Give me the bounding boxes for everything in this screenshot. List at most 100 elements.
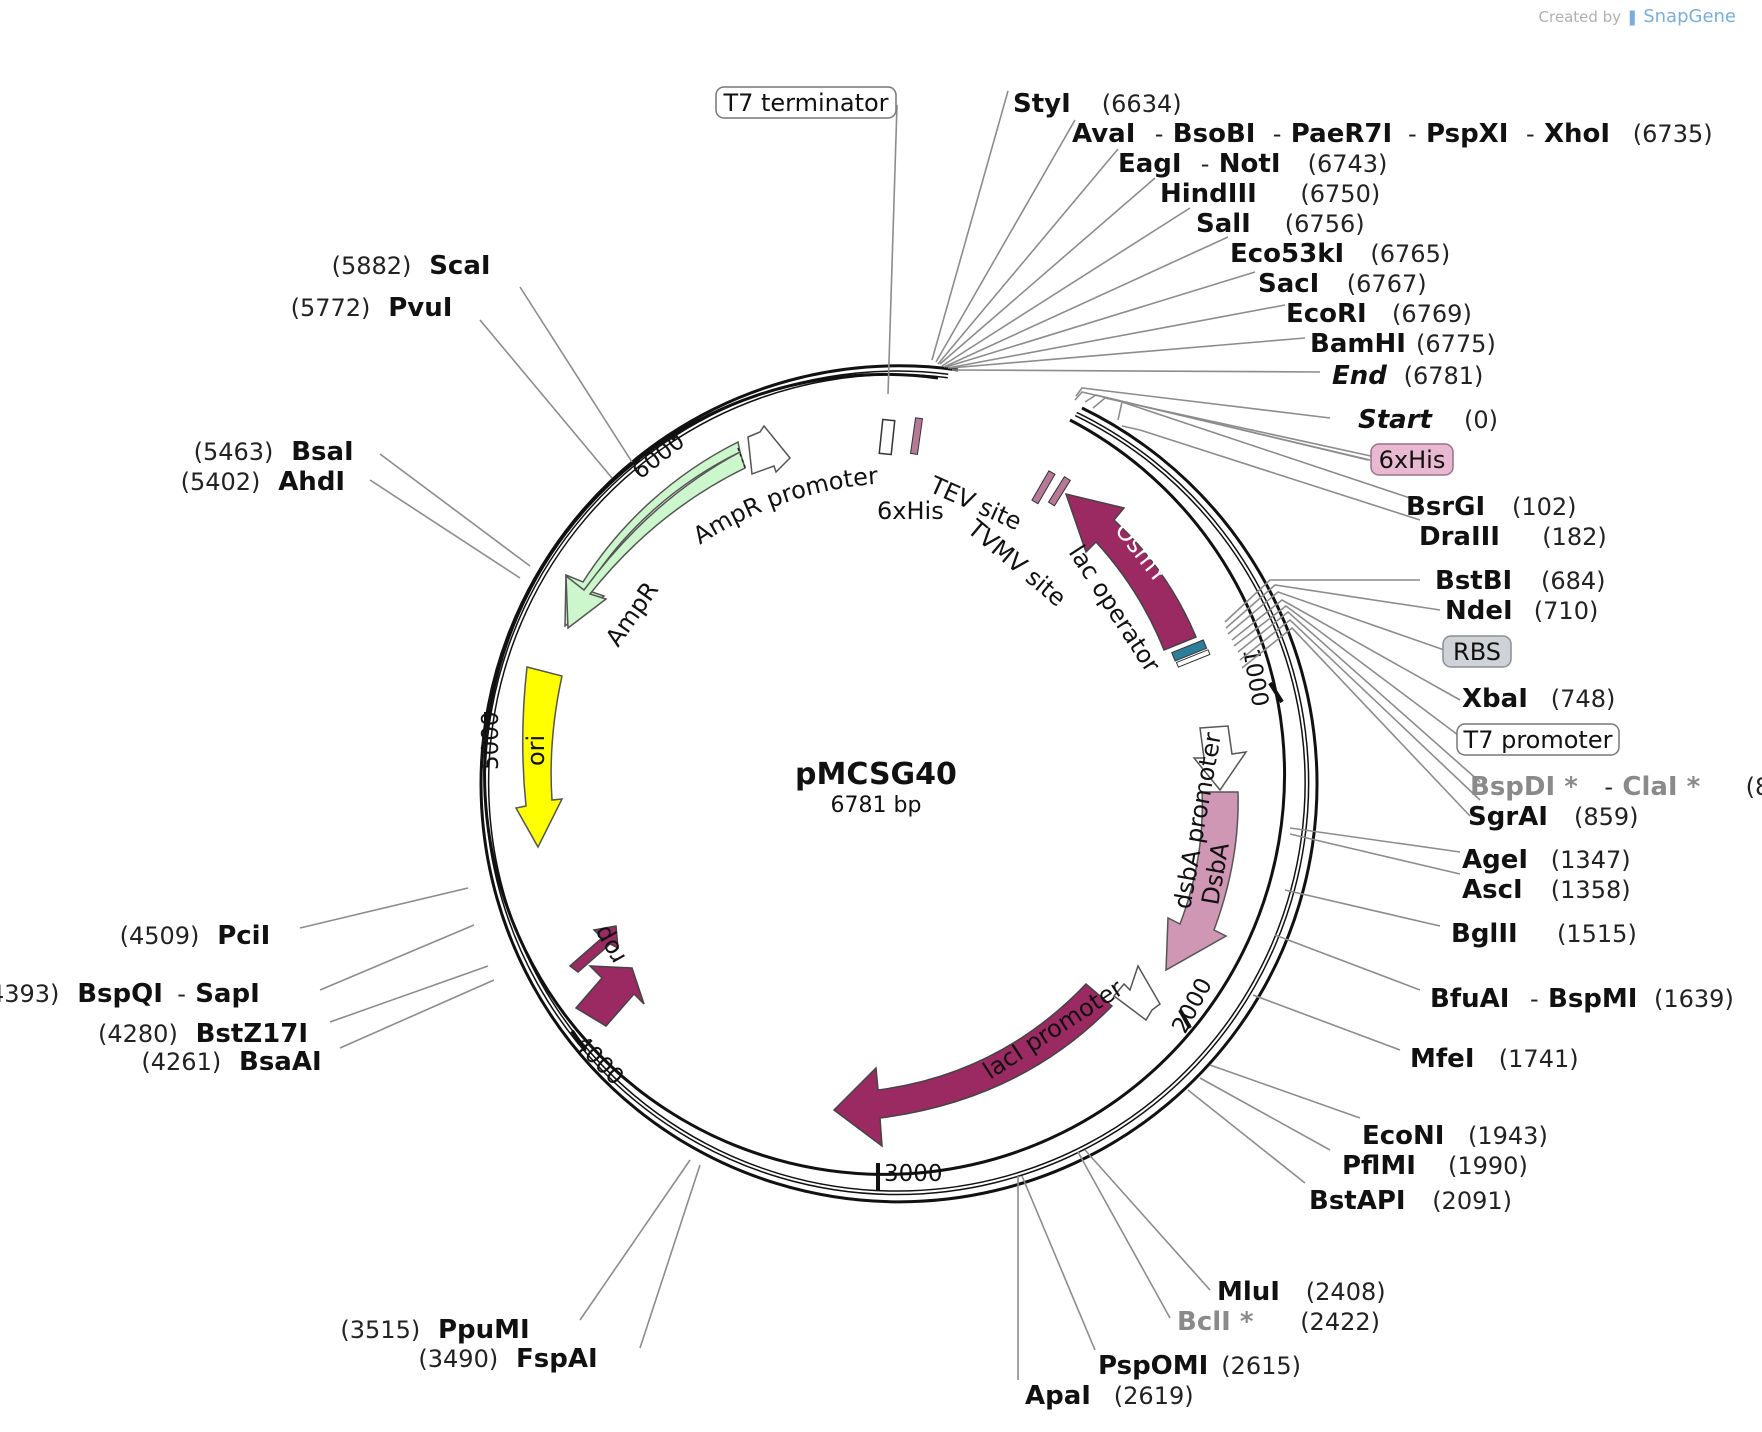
site-bsaai[interactable]: (4261)BsaAI: [141, 1047, 321, 1077]
site-name: End: [1332, 361, 1387, 391]
site-bamhi[interactable]: BamHI(6775): [1310, 329, 1496, 359]
site-name: SgrAI: [1468, 802, 1548, 832]
site-eagi-noti[interactable]: EagI-NotI(6743): [1118, 149, 1387, 179]
label-t7-terminator[interactable]: T7 terminator: [715, 86, 897, 119]
site-draiii[interactable]: DraIII (182): [1419, 522, 1607, 552]
site-position: (6781): [1404, 362, 1484, 390]
feature-label-ampr: AmpR: [600, 577, 664, 652]
feature-t7-terminator[interactable]: [878, 418, 896, 456]
site-end[interactable]: End (6781): [1332, 361, 1483, 391]
site-asci[interactable]: AscI(1358): [1462, 875, 1631, 905]
site-bsai[interactable]: (5463) BsaI: [194, 437, 354, 467]
feature-dsba[interactable]: [1165, 791, 1239, 972]
site-bstz17i[interactable]: (4280)BstZ17I: [98, 1019, 308, 1049]
site-position: (3490): [418, 1345, 498, 1373]
site-position: (1515): [1557, 920, 1637, 948]
site-separator: -: [1273, 120, 1282, 148]
site-position: (6769): [1392, 300, 1472, 328]
site-name: BspDI *: [1470, 772, 1578, 802]
label-rbs[interactable]: RBS: [1442, 635, 1512, 668]
site-xbai[interactable]: XbaI(748): [1462, 684, 1615, 714]
site-name: PciI: [217, 921, 270, 951]
feature-label-ori: ori: [522, 735, 550, 766]
site-ahdi[interactable]: (5402)AhdI: [181, 467, 346, 497]
site-name: Start: [1358, 405, 1434, 435]
site-position: (6756): [1285, 210, 1365, 238]
site-bcli[interactable]: BclI *(2422): [1177, 1307, 1380, 1337]
feature-tev-site[interactable]: [1031, 470, 1072, 507]
tick-marks: [484, 426, 1284, 1190]
feature-his-inner[interactable]: [909, 417, 924, 455]
site-name: EagI: [1118, 149, 1182, 179]
label-6xhis[interactable]: 6xHis: [1370, 443, 1454, 476]
site-start[interactable]: Start(0): [1358, 405, 1498, 435]
site-position: (5463): [194, 438, 274, 466]
site-sgrai[interactable]: SgrAI(859): [1468, 802, 1639, 832]
site-agei[interactable]: AgeI(1347): [1462, 845, 1631, 875]
feature-ori[interactable]: [514, 666, 564, 849]
site-name: PvuI: [388, 293, 452, 323]
site-name: BfuAI: [1430, 984, 1509, 1014]
feature-lac-operator[interactable]: [1171, 639, 1211, 668]
site-ndei[interactable]: NdeI(710): [1445, 596, 1598, 626]
site-mfei[interactable]: MfeI(1741): [1410, 1044, 1579, 1074]
site-name: DraIII: [1419, 522, 1500, 552]
tick-label-5000: 5000: [478, 711, 504, 770]
site-sali[interactable]: SalI(6756): [1196, 209, 1365, 239]
feature-rop[interactable]: [568, 925, 652, 1030]
site-name: ScaI: [429, 251, 490, 281]
site-bfuai-bspmi[interactable]: BfuAI-BspMI(1639): [1430, 984, 1734, 1014]
site-position: (1943): [1468, 1122, 1548, 1150]
site-scai[interactable]: (5882)ScaI: [332, 251, 491, 281]
label-t7-promoter[interactable]: T7 promoter: [1456, 723, 1620, 756]
site-name: NdeI: [1445, 596, 1513, 626]
feature-laci-promoter[interactable]: [1112, 964, 1161, 1022]
feature-dsba-promoter[interactable]: [1192, 725, 1248, 792]
site-econi[interactable]: EcoNI (1943): [1362, 1121, 1548, 1151]
site-position: (6765): [1370, 240, 1450, 268]
site-avai-bsobi-paer7i-pspxi-xhoi[interactable]: AvaI-BsoBI-PaeR7I-PspXI-XhoI(6735): [1072, 119, 1713, 149]
site-name: PspOMI: [1098, 1351, 1208, 1381]
feature-osmy[interactable]: [1064, 492, 1197, 651]
site-bstbi[interactable]: BstBI(684): [1435, 566, 1606, 596]
site-bspdi-clai[interactable]: BspDI *-ClaI *(817): [1470, 772, 1762, 802]
site-apai[interactable]: ApaI(2619): [1025, 1381, 1194, 1411]
feature-ampr[interactable]: [564, 440, 747, 630]
site-bstapi[interactable]: BstAPI(2091): [1309, 1186, 1512, 1216]
site-position: (4280): [98, 1020, 178, 1048]
site-separator: -: [1201, 150, 1210, 178]
site-ecori[interactable]: EcoRI(6769): [1286, 299, 1472, 329]
site-styi[interactable]: StyI(6634): [1013, 89, 1182, 119]
site-pspomi[interactable]: PspOMI(2615): [1098, 1351, 1301, 1381]
site-bglii[interactable]: BglII(1515): [1451, 919, 1637, 949]
feature-laci[interactable]: [832, 982, 1114, 1148]
feature-ampr-promoter[interactable]: [747, 424, 792, 476]
site-separator: -: [1530, 985, 1539, 1013]
site-name: PpuMI: [438, 1315, 530, 1345]
site-position: (4261): [141, 1048, 221, 1076]
snapgene-credit: Created by ❚ SnapGene: [1539, 6, 1736, 27]
site-pflmi[interactable]: PflMI (1990): [1342, 1151, 1528, 1181]
site-eco53ki[interactable]: Eco53kI(6765): [1230, 239, 1450, 269]
site-saci[interactable]: SacI(6767): [1258, 269, 1427, 299]
site-position: (1990): [1448, 1152, 1528, 1180]
feature-rop-arrow[interactable]: [574, 965, 645, 1027]
site-name: EcoNI: [1362, 1121, 1444, 1151]
site-bsrgi[interactable]: BsrGI(102): [1406, 492, 1577, 522]
site-bspqi-sapi[interactable]: (4393)BspQI-SapI: [0, 979, 260, 1009]
site-name: XhoI: [1544, 119, 1610, 149]
site-name: BsaI: [291, 437, 354, 467]
site-ppumi[interactable]: (3515)PpuMI: [340, 1315, 529, 1345]
site-pvui[interactable]: (5772)PvuI: [291, 293, 453, 323]
site-fspai[interactable]: (3490)FspAI: [418, 1344, 597, 1374]
site-name: NotI: [1219, 149, 1281, 179]
site-position: (4393): [0, 980, 59, 1008]
site-position: (182): [1542, 523, 1607, 551]
site-mlui[interactable]: MluI(2408): [1217, 1277, 1386, 1307]
site-hindiii[interactable]: HindIII(6750): [1160, 179, 1380, 209]
site-pcii[interactable]: (4509)PciI: [120, 921, 271, 951]
site-name: StyI: [1013, 89, 1071, 119]
site-name: BspMI: [1548, 984, 1637, 1014]
site-name: PflMI: [1342, 1151, 1416, 1181]
restriction-sites-right: StyI(6634)AvaI-BsoBI-PaeR7I-PspXI-XhoI(6…: [1013, 89, 1762, 1411]
